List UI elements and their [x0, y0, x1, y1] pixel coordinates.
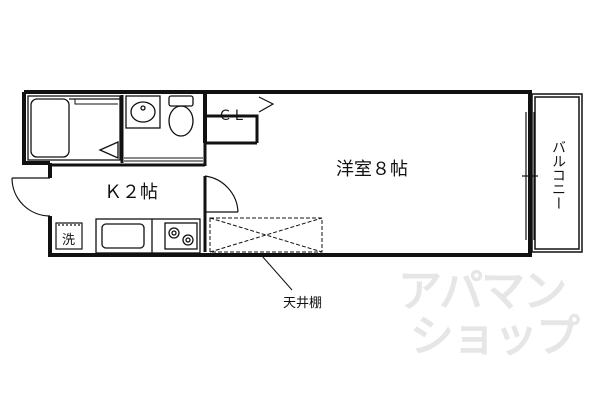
- room-label-balcony: バルコニー: [550, 140, 566, 210]
- washer-space: [55, 222, 83, 250]
- wash-basin: [125, 95, 161, 129]
- entrance-door: [11, 177, 51, 217]
- balcony: [531, 93, 583, 253]
- room-label-western: 洋室８帖: [336, 159, 408, 180]
- ceiling-shelf: [209, 217, 323, 253]
- watermark-line1: アパマン: [398, 266, 567, 317]
- watermark-line2: ショップ: [410, 311, 580, 362]
- room-door: [204, 175, 239, 213]
- toilet: [168, 95, 194, 137]
- washer-label: 洗: [62, 233, 76, 248]
- inner-walls: [52, 95, 259, 252]
- closet-door: [258, 96, 275, 113]
- room-label-closet: ＣＬ: [218, 108, 246, 124]
- kitchen-counter: [95, 218, 201, 254]
- room-label-kitchen: Ｋ２帖: [104, 182, 158, 203]
- annotation-leader: [261, 255, 293, 291]
- washroom-floor: [124, 157, 203, 162]
- outer-walls: [22, 90, 532, 257]
- bathtub: [27, 95, 121, 161]
- annotation-ceiling-shelf: 天井棚: [283, 296, 323, 311]
- gas-stove: [164, 222, 198, 250]
